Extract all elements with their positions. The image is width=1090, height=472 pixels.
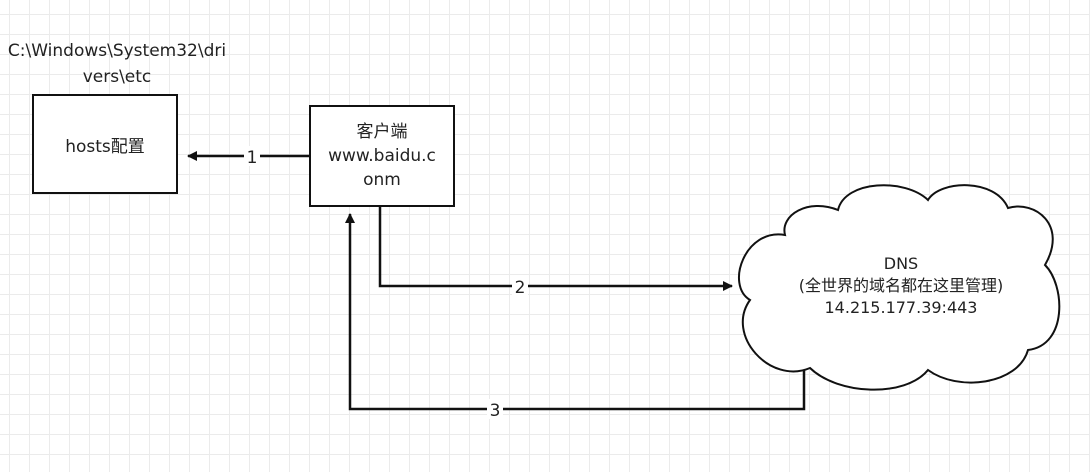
client-box: 客户端 www.baidu.c onm xyxy=(309,105,455,207)
dns-description: (全世界的域名都在这里管理) xyxy=(798,276,1004,295)
hosts-config-box: hosts配置 xyxy=(32,94,178,194)
hosts-path-line-1: C:\Windows\System32\dri xyxy=(7,41,227,61)
dns-cloud-text: DNS (全世界的域名都在这里管理) 14.215.177.39:443 xyxy=(770,253,1032,319)
dns-title: DNS xyxy=(883,254,919,273)
edge-3-label: 3 xyxy=(490,401,501,421)
client-url-line-2: onm xyxy=(363,170,401,190)
dns-cloud-shape xyxy=(738,184,1061,391)
hosts-config-label: hosts配置 xyxy=(65,136,145,157)
edge-1-label: 1 xyxy=(247,148,258,168)
hosts-path-line-2: vers\etc xyxy=(82,67,152,87)
edge-3-line xyxy=(345,213,806,411)
edge-2-label: 2 xyxy=(515,278,526,298)
dns-address: 14.215.177.39:443 xyxy=(824,298,978,317)
client-label: 客户端 xyxy=(356,122,408,142)
hosts-path-label: C:\Windows\System32\dri vers\etc xyxy=(4,38,230,90)
edge-2-line xyxy=(378,207,733,291)
client-url-line-1: www.baidu.c xyxy=(328,146,436,166)
